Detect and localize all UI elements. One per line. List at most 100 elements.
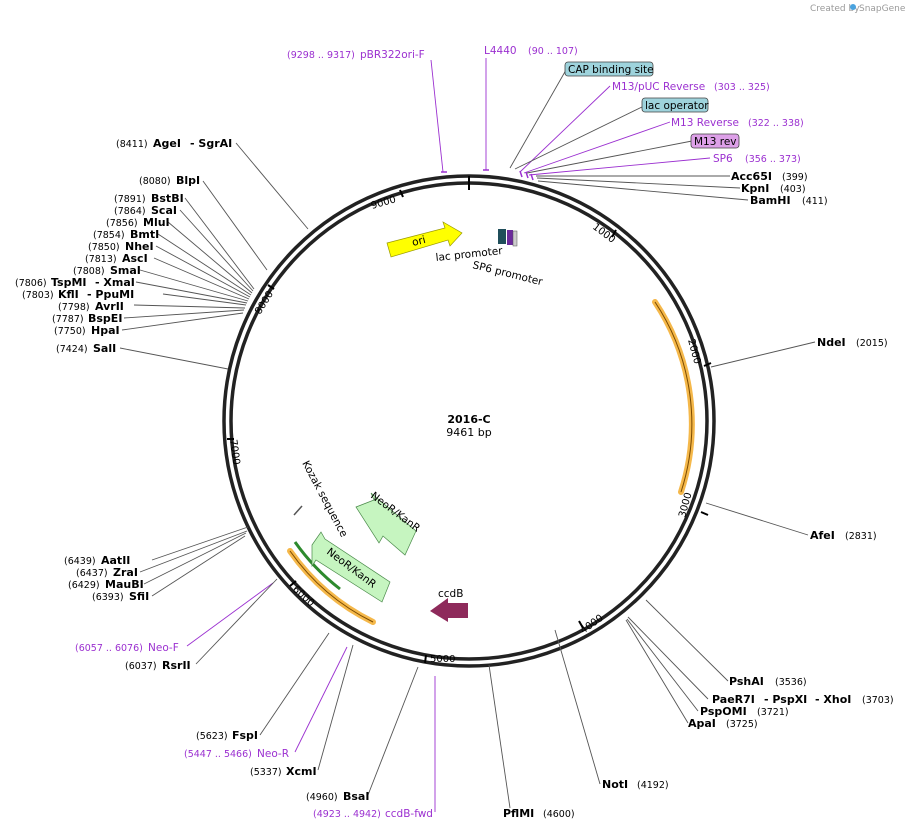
m13-rev-box: M13 rev	[690, 133, 740, 149]
leader-lines	[119, 58, 816, 812]
site-noti-pos: (4192)	[637, 780, 669, 791]
site-bamhi: BamHI	[750, 194, 791, 207]
primer-range-ccdb: (4923 .. 4942)	[313, 809, 381, 820]
primer-range-sp6: (356 .. 373)	[745, 154, 801, 165]
ccdb-feature	[430, 598, 468, 622]
plasmid-name: 2016-C	[447, 413, 490, 426]
site-xcmi-pos: (5337)	[250, 767, 282, 778]
site-rsrii-pos: (6037)	[125, 661, 157, 672]
orf-arc-right-line	[654, 301, 693, 493]
neor-feature-outer	[311, 531, 391, 603]
site-sfii: SfiI	[129, 590, 149, 603]
primer-range-neof: (6057 .. 6076)	[75, 643, 143, 654]
ori-label: ori	[411, 234, 427, 249]
orf-arc-right	[652, 299, 695, 495]
site-hpai-pos: (7750)	[54, 326, 86, 337]
sp6-promoter-label: SP6 promoter	[471, 259, 544, 288]
created-by-label: Created by	[810, 4, 860, 14]
site-sali: SalI	[93, 342, 116, 355]
site-rsrii: RsrII	[162, 659, 191, 672]
site-afei: AfeI	[810, 529, 835, 542]
site-kfli-pos: (7803)	[22, 290, 54, 301]
site-pflmi: PflMI	[503, 807, 534, 820]
site-hpai: HpaI	[91, 324, 120, 337]
site-pshai: PshAI	[729, 675, 764, 688]
primer-name-m13rev: M13 Reverse	[671, 117, 739, 129]
site-scai: ScaI	[151, 204, 177, 217]
site-pshai-pos: (3536)	[775, 677, 807, 688]
site-avrii: AvrII	[95, 300, 124, 313]
site-pspomi: PspOMI	[700, 705, 747, 718]
kozak-label: Kozak sequence	[299, 459, 349, 539]
site-xmai: - XmaI	[95, 276, 135, 289]
site-tspmi-pos: (7806)	[15, 278, 47, 289]
kozak-marker	[293, 505, 303, 516]
primer-range-m13rev: (322 .. 338)	[748, 118, 804, 129]
site-fspi-pos: (5623)	[196, 731, 228, 742]
site-xcmi: XcmI	[286, 765, 317, 778]
svg-text:CAP binding site: CAP binding site	[568, 64, 654, 76]
lac-operator-box: lac operator	[641, 97, 709, 113]
site-nhei-pos: (7850)	[88, 242, 120, 253]
site-fspi: FspI	[232, 729, 258, 742]
plasmid-size: 9461 bp	[446, 426, 491, 439]
svg-text:M13 rev: M13 rev	[694, 136, 737, 148]
primer-name-ccdb: ccdB-fwd	[385, 808, 433, 820]
site-bstbi-pos: (7891)	[114, 194, 146, 205]
neor-feature-inner	[355, 492, 417, 556]
snapgene-logo-icon	[850, 4, 856, 10]
site-bsai-pos: (4960)	[306, 792, 338, 803]
kozak-arc	[293, 541, 341, 591]
site-acc65i: Acc65I	[731, 170, 772, 183]
lac-promoter-label: lac promoter	[435, 245, 504, 264]
site-nhei: NheI	[125, 240, 154, 253]
site-kpni-pos: (403)	[780, 184, 806, 195]
site-agei: AgeI	[153, 137, 181, 150]
site-blpi-pos: (8080)	[139, 176, 171, 187]
site-pspxi: - PspXI	[764, 693, 807, 706]
ccdb-label: ccdB	[438, 588, 463, 600]
lac-promoter-marker	[498, 229, 506, 244]
site-bspei-pos: (7787)	[52, 314, 84, 325]
promoter-marker-light	[512, 230, 518, 247]
orf-arc-left-line	[289, 550, 374, 623]
site-scai-pos: (7864)	[114, 206, 146, 217]
site-smai-pos: (7808)	[73, 266, 105, 277]
sp6-promoter-marker	[507, 230, 513, 245]
site-acc65i-pos: (399)	[782, 172, 808, 183]
site-bamhi-pos: (411)	[802, 196, 828, 207]
site-asci-pos: (7813)	[85, 254, 117, 265]
site-zrai: ZraI	[113, 566, 138, 579]
site-aatii: AatII	[101, 554, 130, 567]
site-paer7i: PaeR7I	[712, 693, 755, 706]
site-xhoi: - XhoI	[815, 693, 851, 706]
primer-range-neor: (5447 .. 5466)	[184, 749, 252, 760]
site-apai-pos: (3725)	[726, 719, 758, 730]
site-zrai-pos: (6437)	[76, 568, 108, 579]
primer-range-m13puc: (303 .. 325)	[714, 82, 770, 93]
site-mlui-pos: (7856)	[106, 218, 138, 229]
primer-name-pbr322: pBR322ori-F	[360, 49, 425, 61]
site-maubi-pos: (6429)	[68, 580, 100, 591]
primer-name-neor: Neo-R	[257, 748, 289, 760]
site-mlui: MluI	[143, 216, 170, 229]
site-agei-pos: (8411)	[116, 139, 148, 150]
site-sali-pos: (7424)	[56, 344, 88, 355]
site-avrii-pos: (7798)	[58, 302, 90, 313]
site-bsai: BsaI	[343, 790, 369, 803]
site-apai: ApaI	[688, 717, 716, 730]
site-sgrai: - SgrAI	[190, 137, 232, 150]
site-aatii-pos: (6439)	[64, 556, 96, 567]
site-ppumi: - PpuMI	[87, 288, 134, 301]
site-bstbi: BstBI	[151, 192, 184, 205]
site-kpni: KpnI	[741, 182, 769, 195]
site-sfii-pos: (6393)	[92, 592, 124, 603]
site-noti: NotI	[602, 778, 628, 791]
ori-feature	[386, 221, 463, 258]
site-bmti-pos: (7854)	[93, 230, 125, 241]
primer-name-m13puc: M13/pUC Reverse	[612, 81, 705, 93]
primer-name-neof: Neo-F	[148, 642, 179, 654]
cap-binding-site-box: CAP binding site	[564, 61, 654, 77]
site-afei-pos: (2831)	[845, 531, 877, 542]
